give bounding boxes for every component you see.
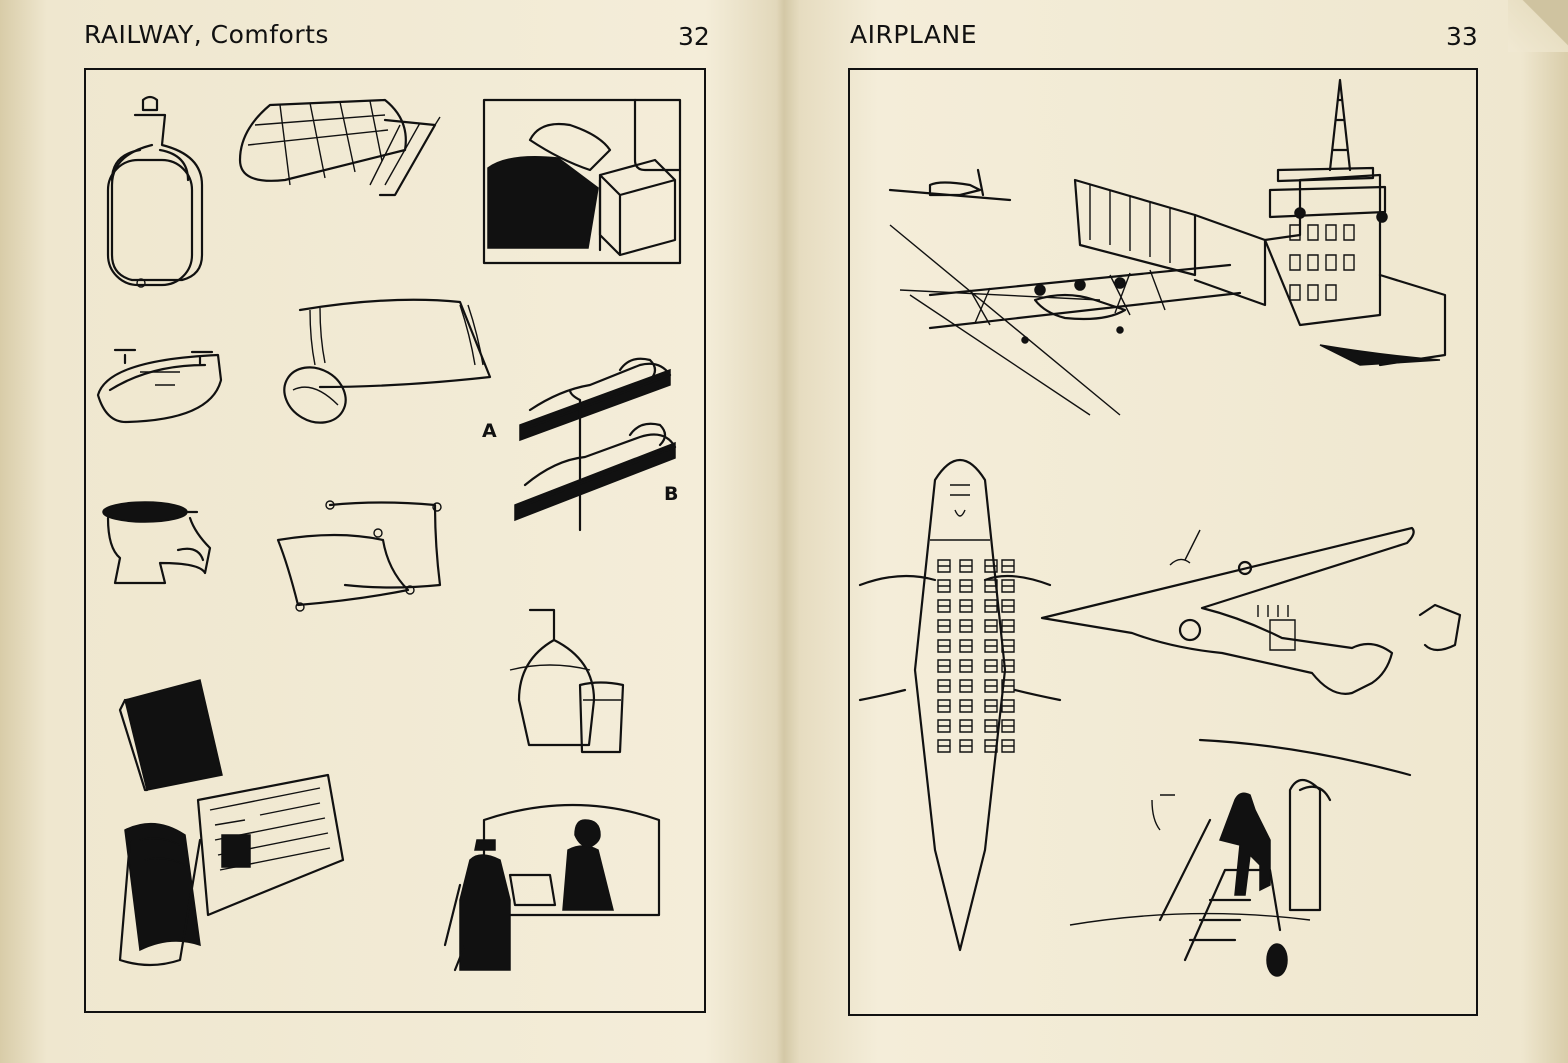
airplane-seat [984,679,998,693]
airplane-seat [984,559,998,573]
airplane-seat [959,579,973,593]
folded-blanket-icon [238,98,441,197]
monoplane-icon [1040,526,1462,695]
running-head: RAILWAY, Comforts [84,20,329,49]
airplane-illustrations [858,78,1462,977]
airplane-seat [937,659,951,673]
airplane-seat [1001,659,1015,673]
airplane-seat [937,639,951,653]
book-icon [118,679,223,792]
airplane-seat [959,719,973,733]
airplane-seat [937,739,951,753]
bunk-label-a: A [482,420,497,442]
airplane-seat [937,599,951,613]
airplane-seat [1001,639,1015,653]
airplane-seat [984,619,998,633]
sleeping-berth-icon [482,98,682,265]
airplane-seat [1001,699,1015,713]
magazines-and-newspaper-icon [118,773,345,967]
airplane-seat [984,699,998,713]
airplane-seat [1001,679,1015,693]
airplane-seat [959,619,973,633]
airplane-seat [984,659,998,673]
airplane-seat [959,679,973,693]
airplane-seat [1001,579,1015,593]
railway-comforts-illustrations [96,95,682,972]
chamber-pot-icon [102,501,212,585]
airplane-seat [937,699,951,713]
left-page: RAILWAY, Comforts 32 [0,0,780,1063]
airplane-seat [959,639,973,653]
right-page: AIRPLANE 33 [790,0,1568,1063]
airplane-seat [1001,619,1015,633]
airplane-seat [959,739,973,753]
washbasin-icon [96,348,223,424]
airplane-seating-plan-icon [858,459,1062,952]
airplane-seat [937,559,951,573]
passenger-boarding-stairs-icon [1069,738,1412,977]
airplane-seat [937,619,951,633]
airplane-seat [1001,739,1015,753]
illustration-frame [84,68,706,1013]
bunk-beds-icon [514,357,677,532]
page-number: 32 [678,22,710,51]
pillows-icon [276,500,442,612]
airplane-seat [937,579,951,593]
airplane-seat [937,679,951,693]
airplane-seat [959,599,973,613]
airplane-seat [959,659,973,673]
airplane-seat [937,719,951,733]
carafe-and-glass-icon [509,608,625,754]
airport-terminal-icon [888,78,1447,416]
bunk-label-b: B [664,483,679,505]
airplane-seat [984,739,998,753]
illustration-frame [848,68,1478,1016]
airplane-seat [959,699,973,713]
airplane-seat [984,599,998,613]
airplane-seat [984,579,998,593]
hot-water-bottle-icon [106,95,204,288]
airplane-seats [937,559,1015,753]
airplane-seat [1001,559,1015,573]
towel-and-soap-icon [283,298,492,424]
airplane-seat [984,719,998,733]
airplane-seat [959,559,973,573]
airplane-seat [984,639,998,653]
running-head: AIRPLANE [850,20,978,49]
ticket-window-icon [443,803,661,972]
airplane-seat [1001,719,1015,733]
page-corner-curl [1508,0,1568,52]
airplane-seat [1001,599,1015,613]
page-number: 33 [1446,22,1478,51]
